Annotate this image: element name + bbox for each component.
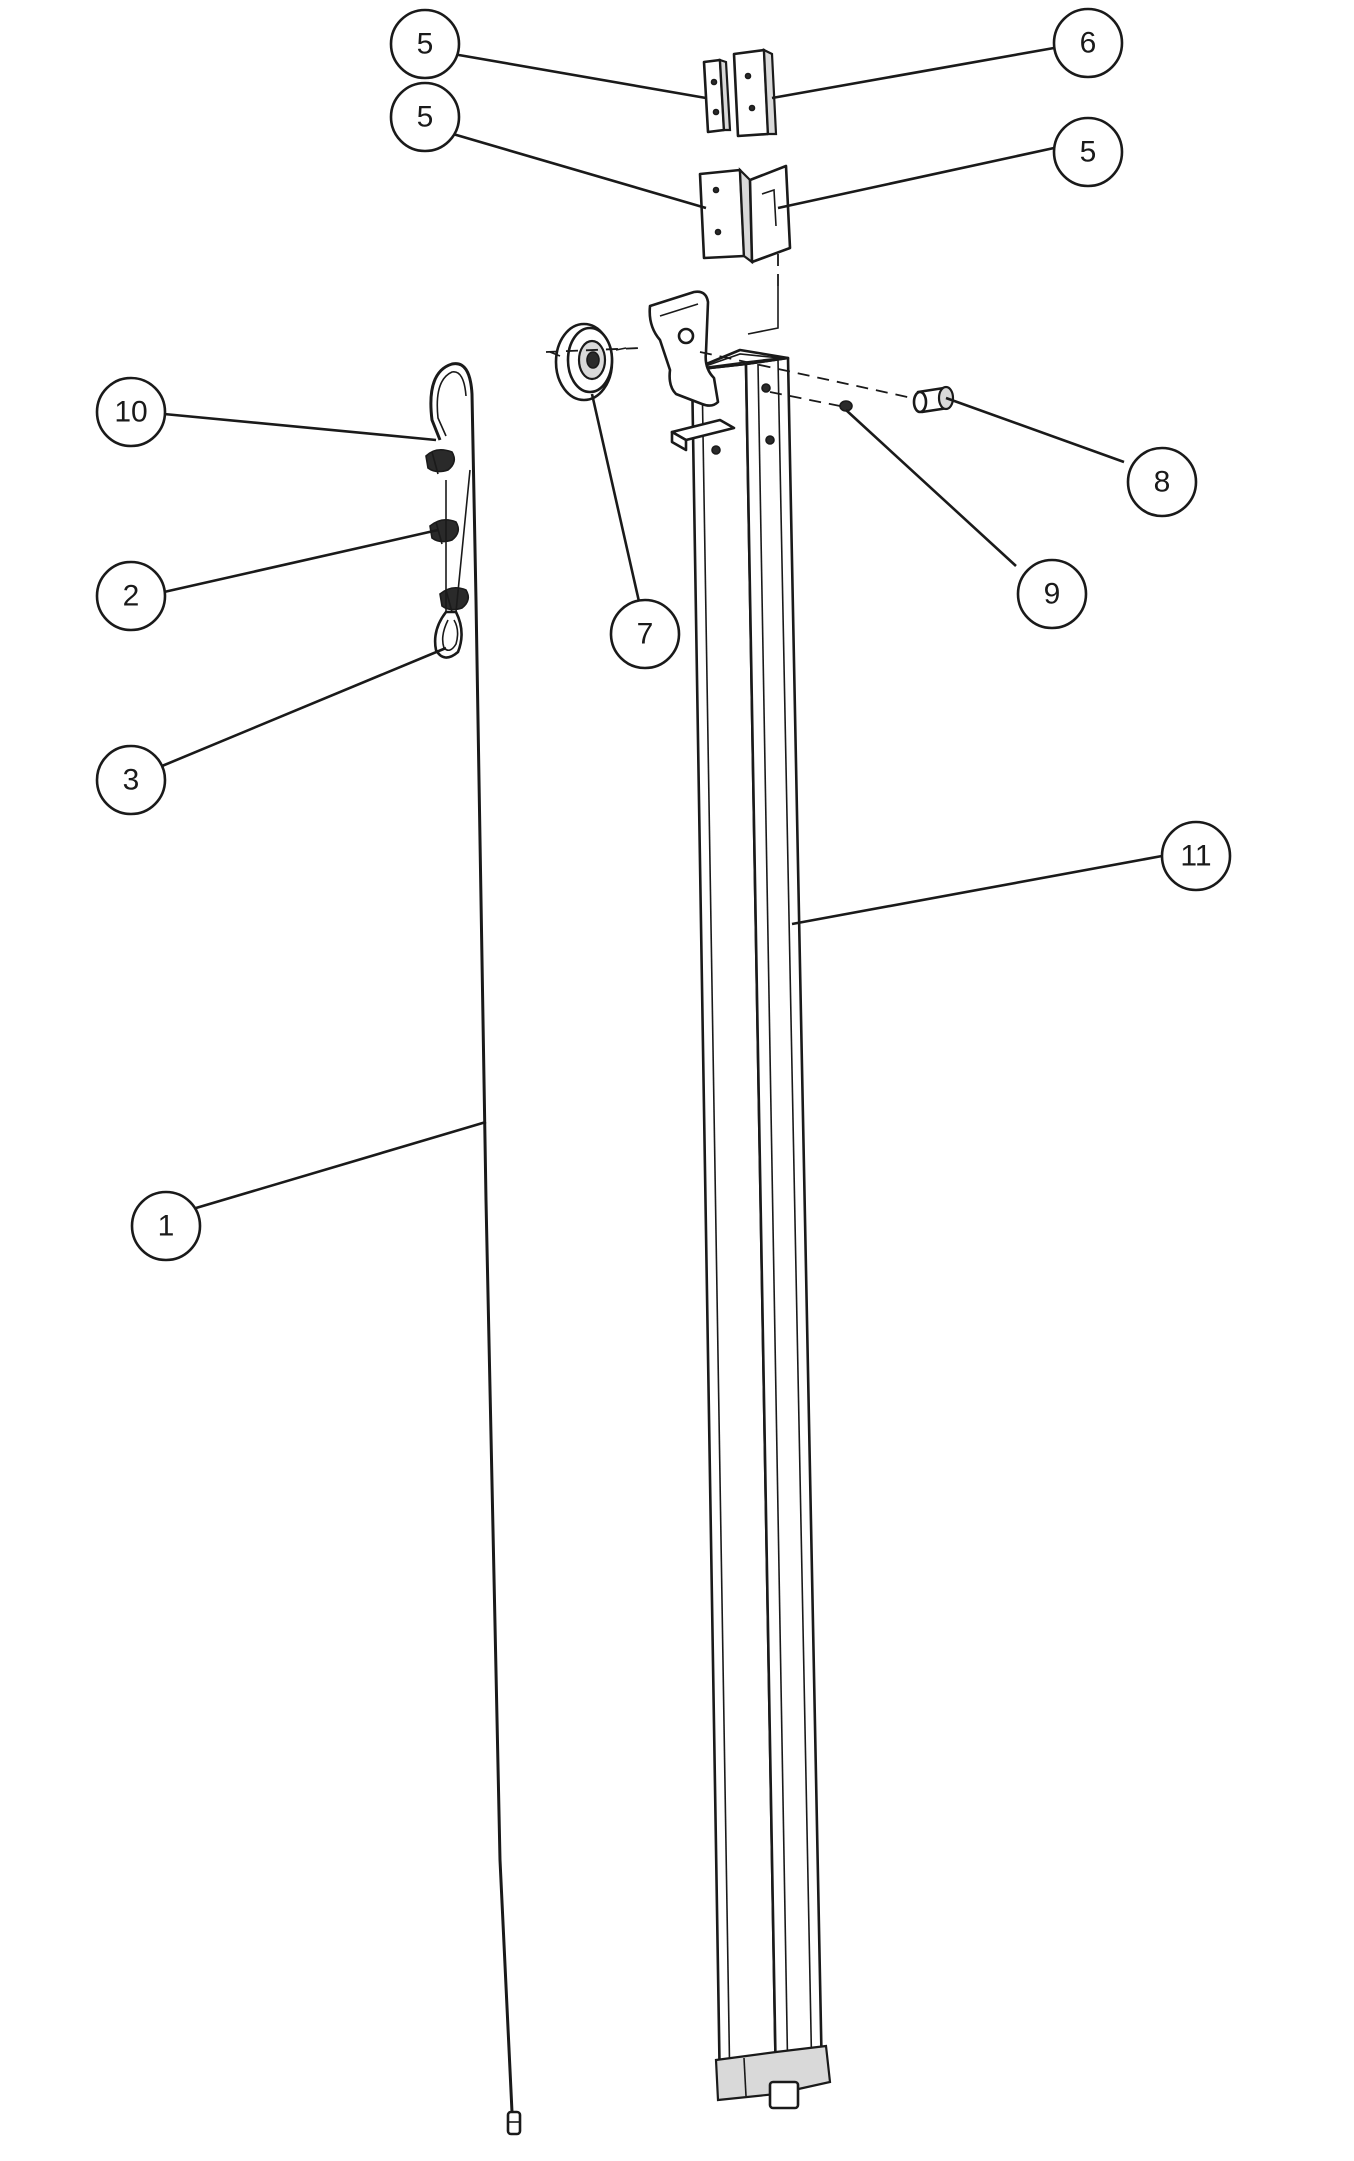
small-plate xyxy=(702,58,732,134)
callout-11: 11 xyxy=(1160,820,1232,892)
callout-4: 5 xyxy=(389,8,461,80)
pulley-bracket xyxy=(648,290,720,407)
flat-plate xyxy=(732,48,778,138)
upright-post xyxy=(670,348,832,2110)
callout-9: 9 xyxy=(1016,558,1088,630)
leader-lines xyxy=(161,46,1163,1210)
set-screw xyxy=(839,400,853,412)
callout-label: 11 xyxy=(1180,840,1211,873)
cable-thimble-eye xyxy=(433,469,471,659)
callout-1: 1 xyxy=(130,1190,202,1262)
callout-10: 10 xyxy=(95,376,167,448)
angle-bracket xyxy=(698,164,792,265)
callout-label: 7 xyxy=(637,618,654,651)
axle-pin xyxy=(912,385,955,414)
callout-label: 10 xyxy=(114,396,147,429)
callout-5-left: 5 xyxy=(389,81,461,153)
callout-8: 8 xyxy=(1126,446,1198,518)
callout-label: 5 xyxy=(1080,136,1097,169)
callout-label: 6 xyxy=(1080,27,1097,60)
callout-label: 5 xyxy=(417,28,434,61)
callout-6: 6 xyxy=(1052,7,1124,79)
callout-3: 3 xyxy=(95,744,167,816)
callout-label: 1 xyxy=(158,1210,175,1243)
callout-7: 7 xyxy=(609,598,681,670)
assembly-lines xyxy=(545,222,913,407)
callout-label: 3 xyxy=(123,764,140,797)
callout-label: 2 xyxy=(123,580,140,613)
cable-clamp-top xyxy=(425,448,456,475)
callout-label: 5 xyxy=(417,101,434,134)
callout-label: 8 xyxy=(1154,466,1171,499)
cable-clamp-middle xyxy=(429,518,470,613)
callout-5-right: 5 xyxy=(1052,116,1124,188)
callout-2: 2 xyxy=(95,560,167,632)
cable xyxy=(429,362,522,2136)
pulley-wheel xyxy=(549,322,627,402)
callout-label: 9 xyxy=(1044,578,1061,611)
